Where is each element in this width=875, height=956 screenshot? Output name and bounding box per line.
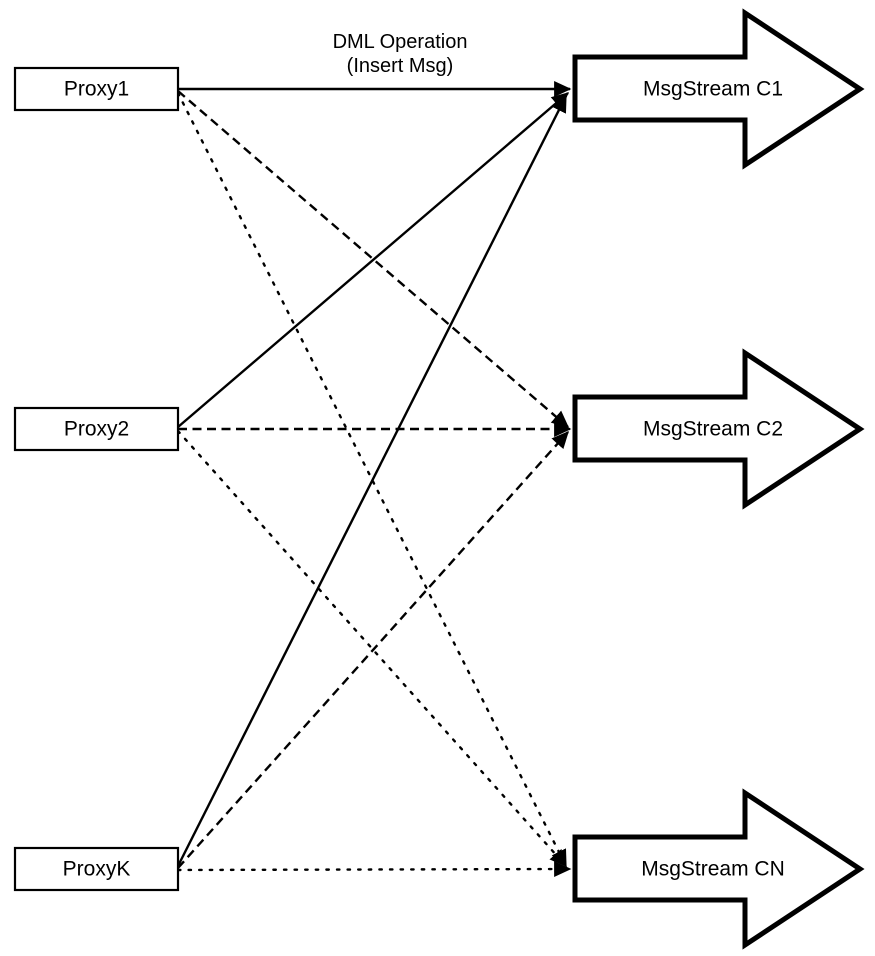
- msgstream-node-c2[interactable]: MsgStream C2: [572, 348, 865, 510]
- msgstream-c2-label: MsgStream C2: [643, 418, 783, 441]
- proxyk-label: ProxyK: [63, 858, 131, 881]
- link-proxyk-to-msgstream-c2[interactable]: [177, 430, 569, 869]
- proxy1-label: Proxy1: [64, 78, 129, 101]
- proxy-node-proxy1[interactable]: Proxy1: [13, 66, 180, 112]
- proxy2-box[interactable]: [13, 406, 180, 452]
- link-proxy2-to-msgstream-cn[interactable]: [176, 429, 568, 868]
- msgstream-c1-label: MsgStream C1: [643, 78, 783, 101]
- link-proxyk-to-msgstream-cn[interactable]: [176, 861, 572, 877]
- msgstream-node-cn[interactable]: MsgStream CN: [572, 788, 865, 950]
- link-layer: [176, 81, 572, 877]
- link-proxy2-to-msgstream-c1[interactable]: [177, 92, 570, 428]
- link-proxyk-to-msgstream-c1[interactable]: [176, 94, 568, 867]
- edge-caption-line2: (Insert Msg): [347, 55, 454, 77]
- msgstream-c2-arrow-shape[interactable]: [572, 348, 865, 510]
- link-proxy1-to-msgstream-cn[interactable]: [176, 91, 568, 868]
- msgstream-c1-arrow-shape[interactable]: [572, 8, 865, 170]
- link-proxy1-to-msgstream-c2[interactable]: [177, 90, 570, 428]
- edge-caption: DML Operation (Insert Msg): [333, 31, 468, 77]
- proxy2-label: Proxy2: [64, 418, 129, 441]
- msgstream-node-c1[interactable]: MsgStream C1: [572, 8, 865, 170]
- msgstream-cn-arrow-shape[interactable]: [572, 788, 865, 950]
- proxy1-box[interactable]: [13, 66, 180, 112]
- proxy-node-proxy2[interactable]: Proxy2: [13, 406, 180, 452]
- proxy-node-proxyk[interactable]: ProxyK: [13, 846, 180, 892]
- proxyk-box[interactable]: [13, 846, 180, 892]
- msgstream-cn-label: MsgStream CN: [641, 858, 785, 881]
- edge-caption-line1: DML Operation: [333, 31, 468, 53]
